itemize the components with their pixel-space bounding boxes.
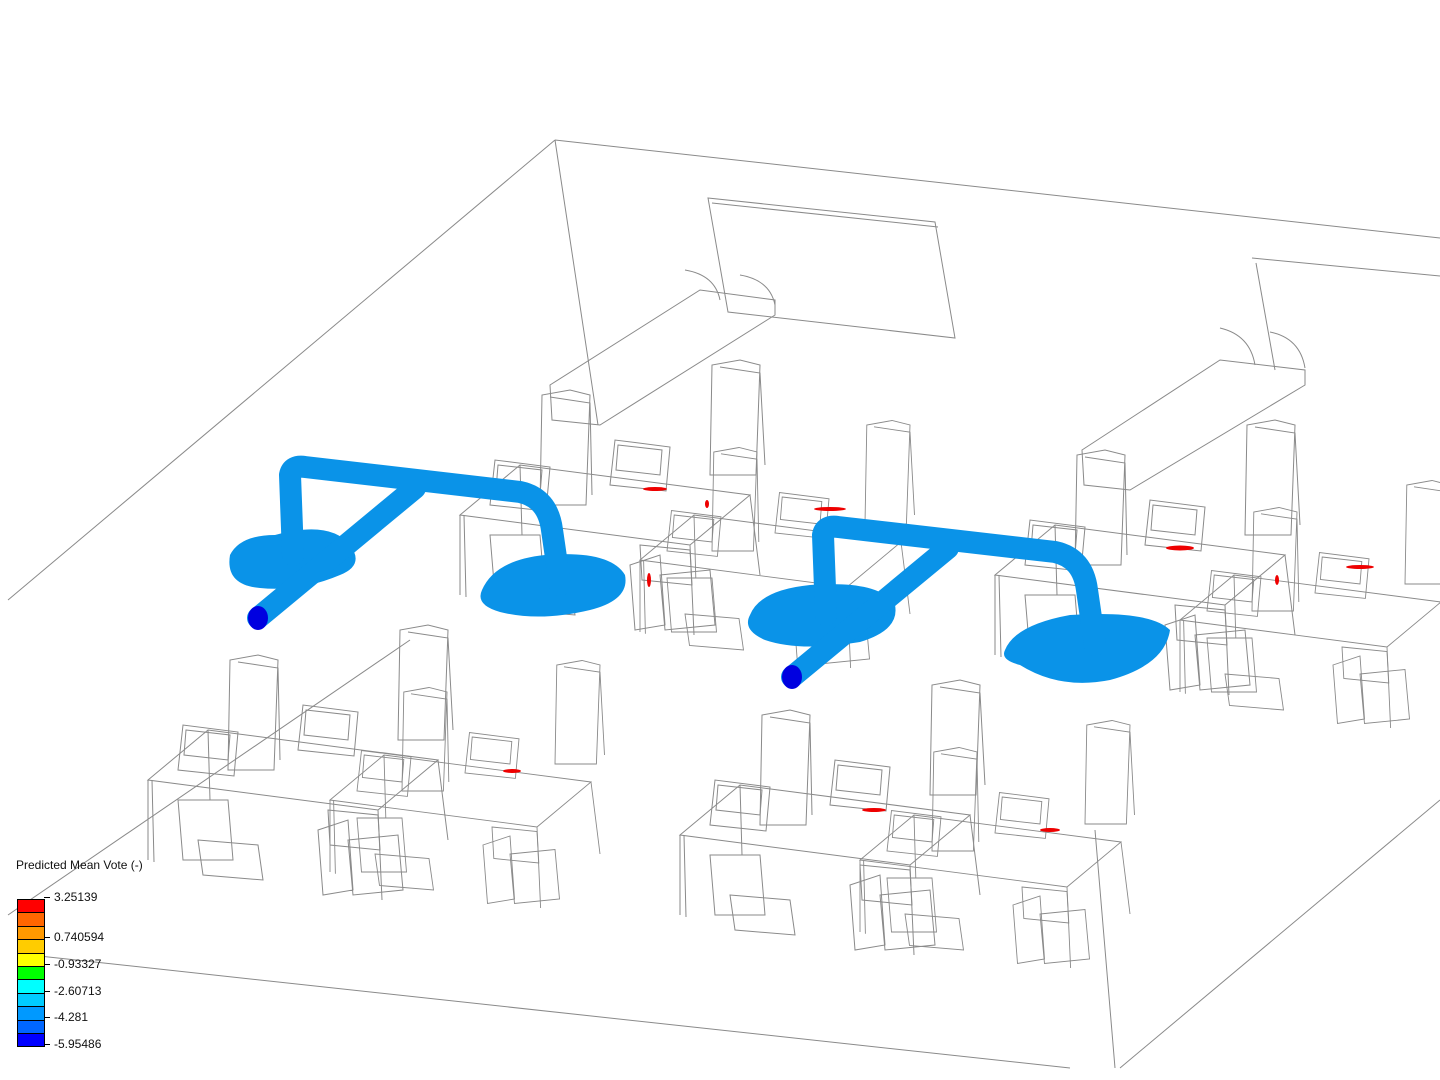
legend-color-band [18,1033,44,1047]
legend-color-band [18,900,44,914]
duct-system-right [781,515,1106,689]
legend-color-band [18,966,44,981]
legend-color-band [18,980,44,994]
hotspots [503,487,1374,832]
legend-color-band [18,913,44,927]
duct-inlet-left [248,606,268,630]
color-legend: Predicted Mean Vote (-) 3.25139 0.740594… [16,858,143,1051]
room-outline [7,139,1440,1069]
desk-cluster-front-right [679,679,1135,969]
duct-system-left [247,455,571,630]
legend-color-bar [17,899,45,1048]
legend-tick: -0.93327 [44,957,101,971]
legend-color-band [18,926,44,941]
legend-tick: 0.740594 [44,930,104,944]
legend-color-band [18,993,44,1008]
legend-color-band [18,1007,44,1021]
legend-tick: -2.60713 [44,984,101,998]
desk-cluster-front-left [147,624,605,909]
legend-tick: -4.281 [44,1010,88,1024]
desk-cluster-back-right [994,419,1440,729]
legend-color-band [18,940,44,954]
legend-title: Predicted Mean Vote (-) [16,858,143,872]
legend-color-band [18,953,44,967]
legend-tick: -5.95486 [44,1037,101,1051]
duct-inlet-right [782,665,802,689]
legend-color-band [18,1020,44,1034]
legend-tick: 3.25139 [44,890,97,904]
